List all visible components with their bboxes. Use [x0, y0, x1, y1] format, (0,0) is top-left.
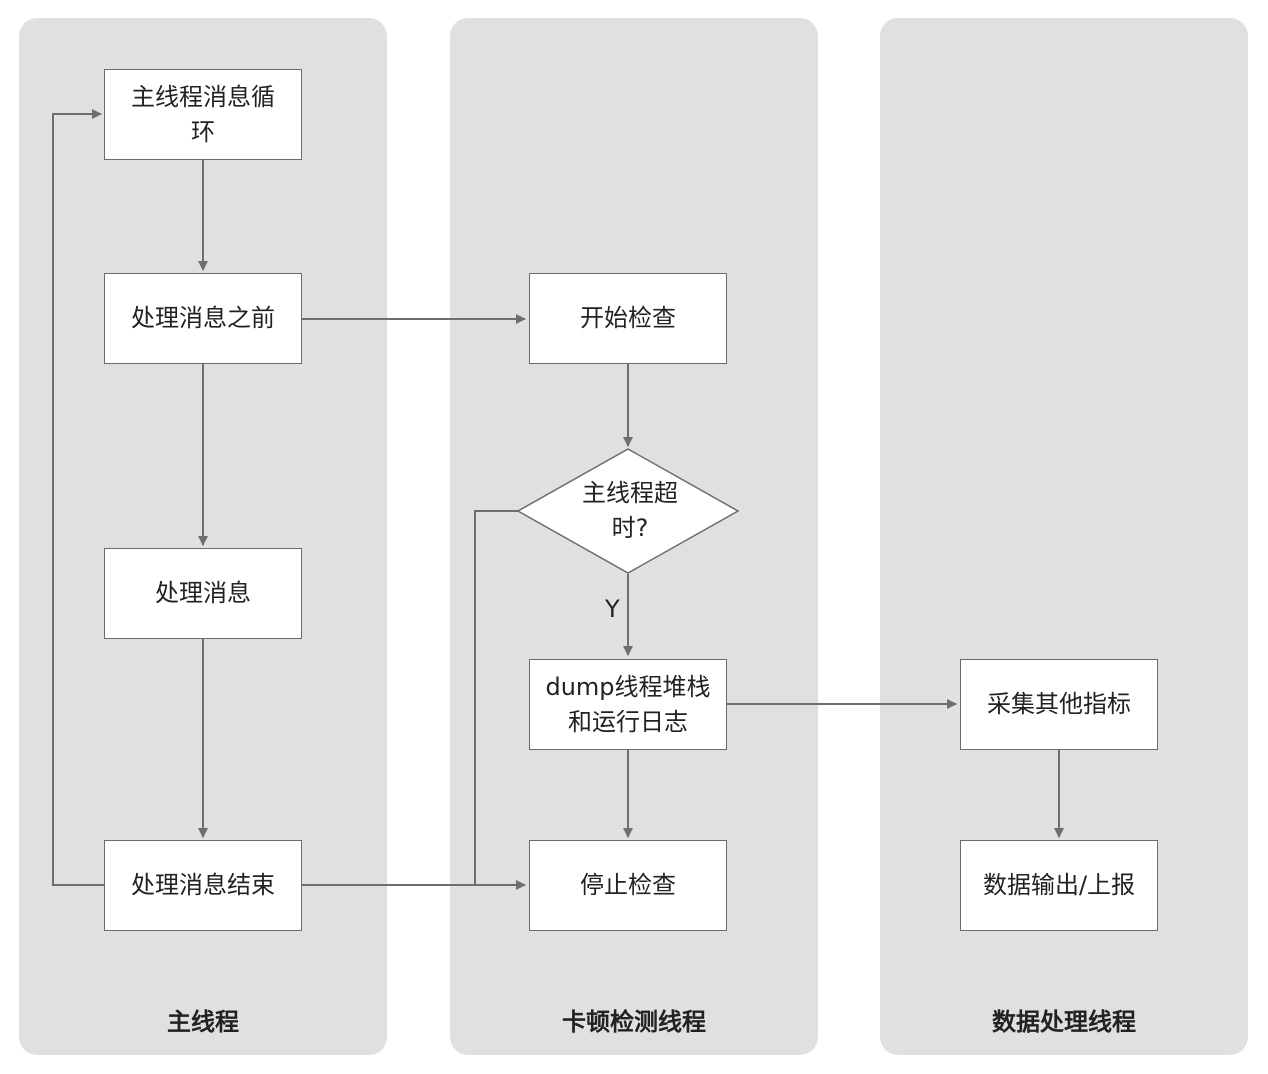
- lane-title-lag-detection-thread: 卡顿检测线程: [562, 1008, 706, 1036]
- node-before-processing-label: 处理消息之前: [131, 304, 275, 332]
- node-stop-check-label: 停止检查: [580, 871, 676, 899]
- timeout-decision-diamond: [516, 448, 740, 574]
- node-stop-check: 停止检查: [529, 840, 727, 931]
- node-main-message-loop-label: 主线程消息循环: [131, 82, 275, 146]
- node-process-message-label: 处理消息: [155, 579, 251, 607]
- lane-title-data-processing-thread: 数据处理线程: [992, 1008, 1136, 1036]
- node-collect-metrics: 采集其他指标: [960, 659, 1158, 750]
- node-data-output-report: 数据输出/上报: [960, 840, 1158, 931]
- lane-title-main-thread: 主线程: [167, 1008, 239, 1036]
- node-start-check: 开始检查: [529, 273, 727, 364]
- node-processing-end-label: 处理消息结束: [131, 871, 275, 899]
- node-processing-end: 处理消息结束: [104, 840, 302, 931]
- node-timeout-label: 主线程超时?: [582, 479, 678, 542]
- node-collect-metrics-label: 采集其他指标: [987, 690, 1131, 718]
- node-dump-stack-and-logs-label: dump线程堆栈和运行日志: [545, 672, 711, 736]
- node-dump-stack-and-logs: dump线程堆栈和运行日志: [529, 659, 727, 750]
- edge-timeout-no-to-stop: [474, 510, 518, 885]
- edge-end-to-loop: [52, 109, 104, 886]
- edge-label-yes: Y: [605, 595, 620, 623]
- node-start-check-label: 开始检查: [580, 304, 676, 332]
- node-data-output-report-label: 数据输出/上报: [982, 871, 1136, 899]
- node-before-processing: 处理消息之前: [104, 273, 302, 364]
- node-process-message: 处理消息: [104, 548, 302, 639]
- node-main-message-loop: 主线程消息循环: [104, 69, 302, 160]
